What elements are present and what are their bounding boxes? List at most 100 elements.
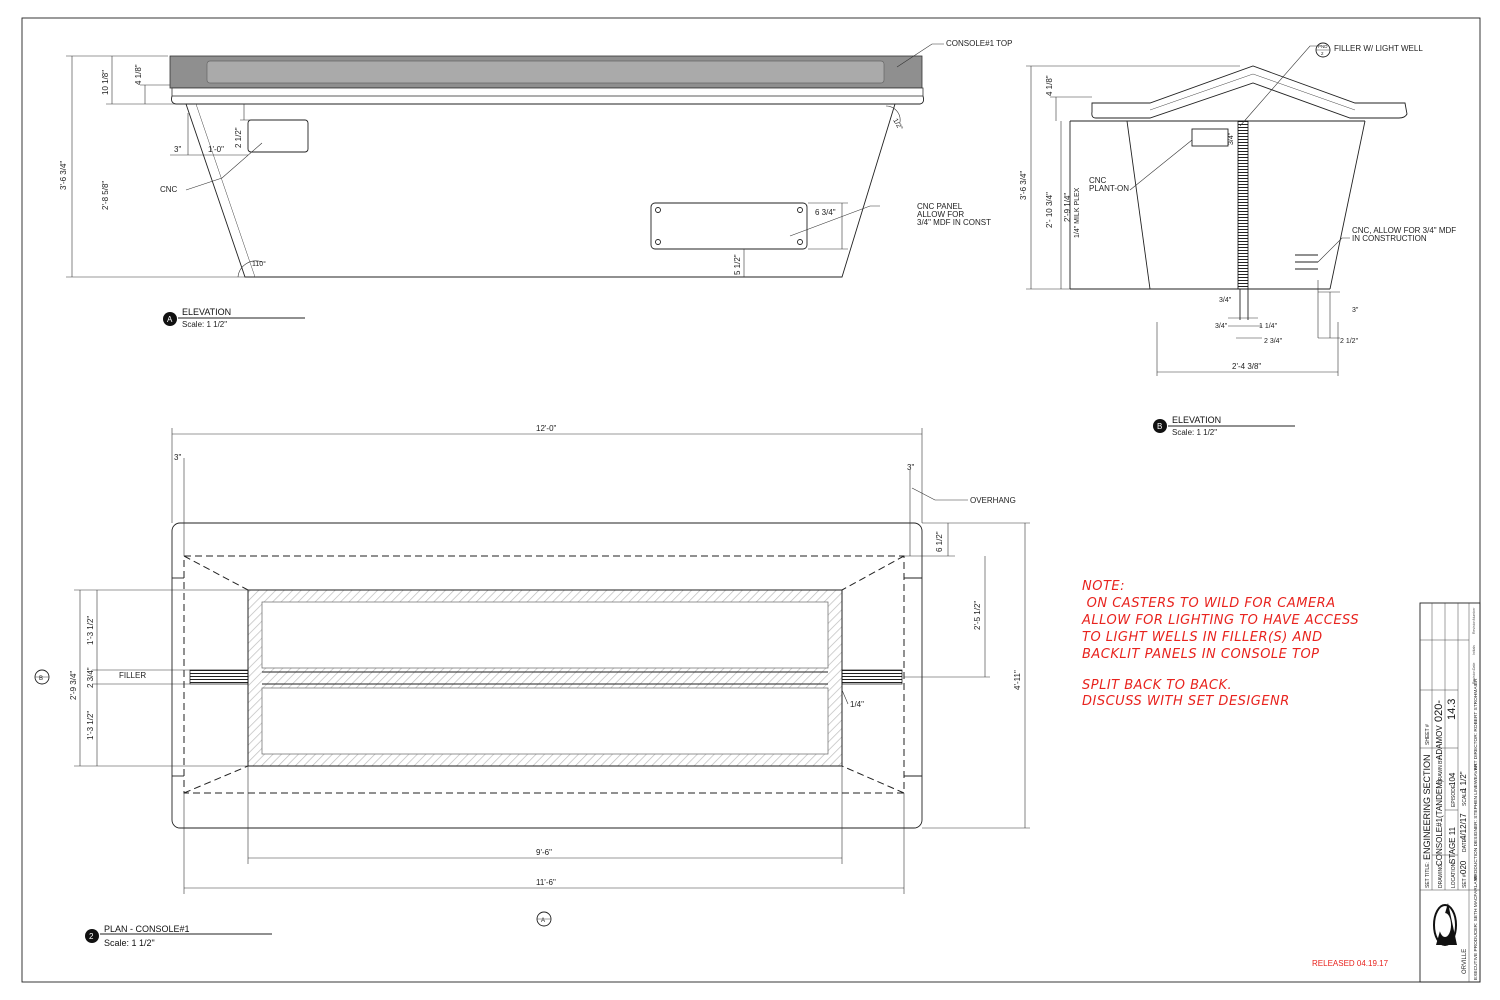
elev-a-title: ELEVATION bbox=[182, 307, 231, 317]
dim-b-114: 1 1/4" bbox=[1259, 323, 1278, 330]
dim-plan-right3: 3" bbox=[907, 463, 914, 472]
note-line-3: ALLOW FOR LIGHTING TO HAVE ACCESS bbox=[1081, 613, 1359, 628]
dim-b-34-well: 3/4" bbox=[1228, 132, 1235, 145]
dim-a-panel-off: 5 1/2" bbox=[733, 254, 742, 275]
dim-b-overall: 3'-6 3/4" bbox=[1019, 171, 1028, 200]
dim-plan-14: 1/4" bbox=[850, 700, 864, 709]
label-cnc-panel-1: CNC PANEL bbox=[917, 202, 963, 211]
dim-plan-overall: 12'-0" bbox=[536, 424, 557, 433]
dim-plan-294: 2'-9 3/4" bbox=[69, 671, 78, 700]
console-body bbox=[185, 103, 896, 278]
plan-console bbox=[34, 428, 1030, 943]
tb-revision-1: Revision bbox=[1472, 621, 1476, 634]
plant-on-panel bbox=[1191, 128, 1229, 147]
tb-drawn-by-label: DRAWN BY: bbox=[1438, 756, 1444, 784]
tb-drawing: CONSOLE#1(TANDEM) bbox=[1435, 779, 1444, 866]
tb-date: 4/12/17 bbox=[1459, 813, 1468, 840]
dim-b-inner: 2'-9 1/4" bbox=[1063, 193, 1072, 222]
elev-a-bubble: A bbox=[167, 315, 173, 324]
dim-b-234: 2 3/4" bbox=[1264, 338, 1283, 345]
label-cnc-panel-2: ALLOW FOR bbox=[917, 210, 964, 219]
dim-a-corner: 1/2" bbox=[891, 118, 903, 133]
tb-revision-2: Number bbox=[1472, 607, 1476, 620]
dim-a-top4: 4 1/8" bbox=[134, 64, 143, 85]
tb-set-no: 020 bbox=[1459, 860, 1468, 874]
plan-dashed-base bbox=[183, 555, 905, 794]
plan-label-filler: FILLER bbox=[119, 671, 146, 680]
elev-b-bubble: B bbox=[1157, 422, 1162, 431]
label-cnc-allow-2: IN CONSTRUCTION bbox=[1352, 234, 1427, 243]
tb-revision-4: Date bbox=[1472, 663, 1476, 670]
title-block bbox=[1419, 602, 1481, 983]
dim-b-width: 2'-4 3/8" bbox=[1232, 362, 1261, 371]
label-ref-bot: 2 bbox=[1321, 51, 1324, 56]
label-ref-top: PND bbox=[1318, 44, 1328, 49]
tb-episode-label: EPISODE: bbox=[1451, 783, 1457, 807]
note-line-7: SPLIT BACK TO BACK. bbox=[1082, 678, 1232, 693]
dim-a-3: 3" bbox=[174, 145, 181, 154]
dim-plan-612: 6 1/2" bbox=[935, 531, 944, 552]
dim-plan-251: 2'-5 1/2" bbox=[973, 601, 982, 630]
dim-plan-1312a: 1'-3 1/2" bbox=[86, 616, 95, 645]
tb-revision-3: Revision bbox=[1472, 671, 1476, 684]
note-block: NOTE: ON CASTERS TO WILD FOR CAMERA ALLO… bbox=[1081, 579, 1359, 709]
plan-scale: Scale: 1 1/2" bbox=[104, 938, 155, 948]
tb-set-title-label: SET TITLE: bbox=[1425, 862, 1431, 888]
note-line-2: ON CASTERS TO WILD FOR CAMERA bbox=[1082, 596, 1336, 611]
elev-b-title: ELEVATION bbox=[1172, 415, 1221, 425]
dim-plan-411: 4'-11" bbox=[1013, 670, 1022, 690]
dim-a-top: 10 1/8" bbox=[101, 70, 110, 95]
sheet-border bbox=[21, 17, 1481, 983]
tb-drawn-by: ADAMOV bbox=[1435, 725, 1444, 760]
label-cnc: CNC bbox=[160, 185, 178, 194]
plan-filler-left bbox=[189, 669, 249, 685]
elev-b-scale: Scale: 1 1/2" bbox=[1172, 428, 1217, 437]
plan-overhang-outline bbox=[171, 522, 923, 829]
tb-location-label: LOCATION: bbox=[1451, 861, 1457, 888]
label-cnc-plant-2: PLANT-ON bbox=[1089, 184, 1129, 193]
tb-sheet-label: SHEET # bbox=[1425, 724, 1431, 745]
dim-a-lower: 2'-8 5/8" bbox=[101, 181, 110, 210]
elev-a-scale: Scale: 1 1/2" bbox=[182, 320, 227, 329]
filler-light-well bbox=[1237, 120, 1249, 290]
label-console-top: CONSOLE#1 TOP bbox=[946, 39, 1012, 48]
dim-b-34-top: 3/4" bbox=[1219, 297, 1232, 304]
tb-production-designer: PRODUCTION DESIGNER: STEPHEN LINEWEAVER bbox=[1473, 763, 1479, 880]
dim-a-overall: 3'-6 3/4" bbox=[59, 161, 68, 190]
dim-plan-116: 11'-6" bbox=[536, 878, 556, 887]
plan-label-overhang: OVERHANG bbox=[970, 496, 1016, 505]
tb-sheet-1: 020- bbox=[1433, 700, 1445, 722]
tb-revision-5: Initials bbox=[1472, 645, 1476, 655]
elevation-b bbox=[1026, 42, 1408, 433]
dim-b-34-left: 3/4" bbox=[1215, 323, 1228, 330]
dim-a-2-5: 2 1/2" bbox=[234, 127, 243, 148]
plan-title: PLAN - CONSOLE#1 bbox=[104, 924, 190, 934]
orville-logo bbox=[1433, 903, 1457, 946]
dim-b-3: 3" bbox=[1352, 307, 1359, 314]
tb-set-title: ENGINEERING SECTION bbox=[1422, 754, 1432, 860]
dim-a-panel-h: 6 3/4" bbox=[815, 208, 836, 217]
dim-a-angle: 110° bbox=[252, 260, 266, 268]
tb-art-director: ART DIRECTOR: ROBERT STROHMAIER bbox=[1473, 678, 1479, 770]
tb-executive-producer: EXECUTIVE PRODUCER: SETH MACFARLANE bbox=[1473, 875, 1479, 980]
released-stamp: RELEASED 04.19.17 bbox=[1312, 959, 1389, 968]
tb-sheet-2: 14.3 bbox=[1446, 699, 1458, 720]
note-line-1: NOTE: bbox=[1082, 579, 1125, 594]
label-cnc-plant-1: CNC bbox=[1089, 176, 1107, 185]
label-cnc-allow-1: CNC, ALLOW FOR 3/4" MDF bbox=[1352, 226, 1456, 235]
cnc-panel-large bbox=[650, 202, 808, 250]
label-cnc-panel-3: 3/4" MDF IN CONST bbox=[917, 218, 991, 227]
tb-set-label: SET #: bbox=[1462, 873, 1468, 888]
top-edge bbox=[171, 87, 924, 97]
plan-bubble: 2 bbox=[89, 932, 94, 941]
tb-date-label: DATE: bbox=[1462, 838, 1468, 852]
dim-plan-left3: 3" bbox=[174, 453, 181, 462]
note-line-8: DISCUSS WITH SET DESIGENR bbox=[1082, 694, 1290, 709]
tb-scale-label: SCALE: bbox=[1462, 788, 1468, 806]
dim-b-top4: 4 1/8" bbox=[1045, 75, 1054, 96]
elevation-a bbox=[66, 43, 944, 326]
tb-logo-text: ORVILLE bbox=[1462, 949, 1468, 974]
plan-marker-a: A bbox=[541, 918, 545, 924]
dim-plan-1312b: 1'-3 1/2" bbox=[86, 711, 95, 740]
